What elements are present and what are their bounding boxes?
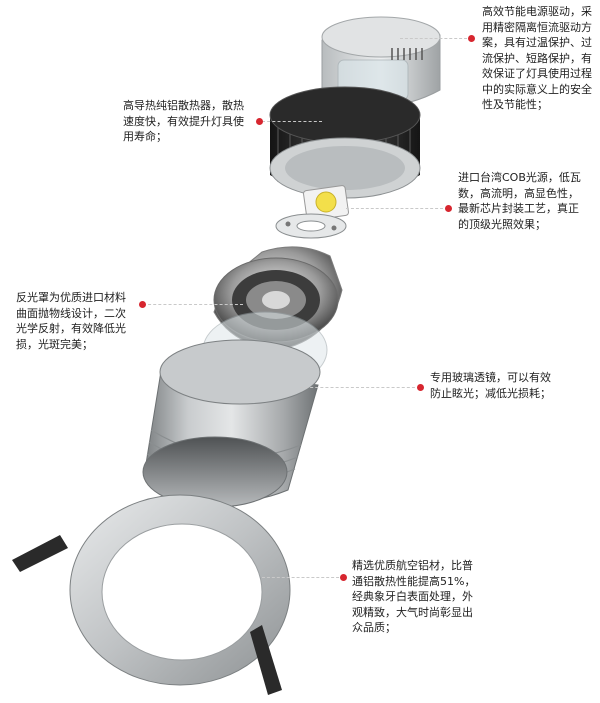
driver-module: [321, 16, 441, 107]
cob-holder-ring: [275, 213, 347, 239]
annotation-heatsink: 高导热纯铝散热器，散热速度快，有效提升灯具使用寿命；: [123, 99, 244, 143]
mounting-frame: [12, 494, 291, 695]
marker-heatsink: [256, 118, 263, 125]
annotation-reflector: 反光罩为优质进口材料曲面抛物线设计，二次光学反射，有效降低光损，光斑完美；: [16, 291, 126, 351]
leader-reflector: [143, 304, 243, 305]
marker-reflector: [139, 301, 146, 308]
annotation-driver: 高效节能电源驱动，采用精密隔离恒流驱动方案，具有过温保护、过流保护、短路保护，有…: [482, 5, 592, 111]
leader-housing: [262, 577, 344, 578]
spring-clip-left: [12, 535, 68, 572]
marker-driver: [468, 35, 475, 42]
leader-glass: [300, 387, 420, 388]
marker-housing: [340, 574, 347, 581]
annotation-cob: 进口台湾COB光源，低瓦数，高流明，高显色性，最新芯片封装工艺，真正的顶级光照效…: [458, 171, 581, 231]
marker-cob: [445, 205, 452, 212]
leader-driver: [400, 38, 472, 39]
cylinder-housing: [142, 339, 321, 508]
heatsink: [269, 86, 421, 199]
marker-glass: [417, 384, 424, 391]
leader-heatsink: [262, 121, 322, 122]
annotation-glass: 专用玻璃透镜，可以有效防止眩光；减低光损耗；: [430, 371, 551, 400]
annotation-housing: 精选优质航空铝材，比普通铝散热性能提高51%，经典象牙白表面处理，外观精致，大气…: [352, 559, 476, 634]
spring-clip-right: [250, 625, 282, 695]
leader-cob: [346, 208, 448, 209]
